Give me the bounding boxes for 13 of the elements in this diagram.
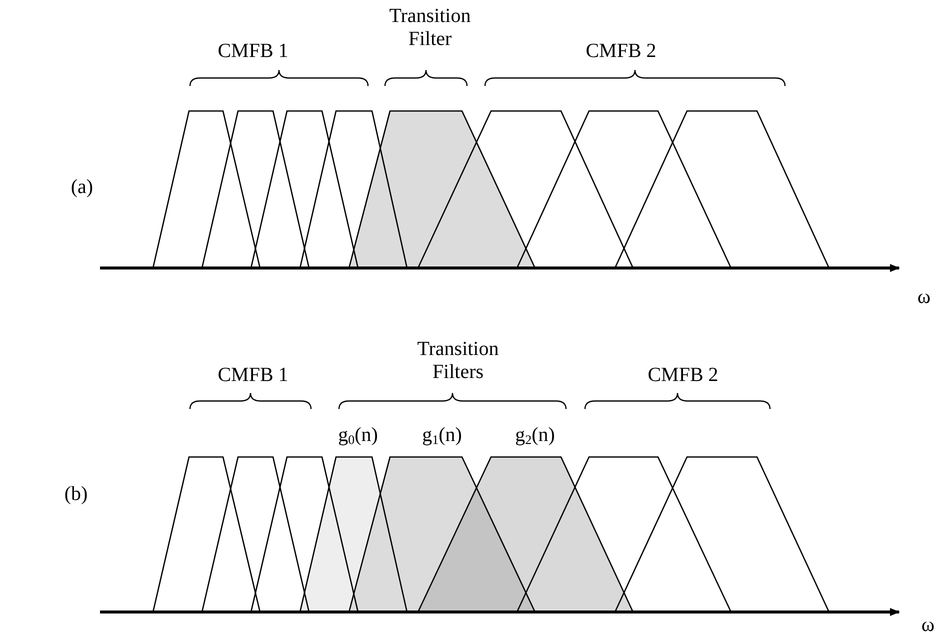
filter-label: g$_{1}$(n) [422, 424, 462, 448]
group-label: CMFB 2 [648, 364, 718, 387]
group-label: Transition Filter [388, 5, 472, 51]
group-label: CMFB 1 [218, 40, 288, 63]
filter-label: g$_{0}$(n) [338, 424, 378, 448]
axis-label: ω [921, 614, 935, 637]
group-label: CMFB 2 [586, 40, 656, 63]
filter-label: g$_{2}$(n) [515, 424, 555, 448]
axis-label: ω [917, 286, 931, 309]
panel-label: (a) [70, 176, 94, 199]
panel-label: (b) [64, 483, 88, 506]
group-label: Transition Filters [416, 338, 500, 384]
group-label: CMFB 1 [218, 364, 288, 387]
